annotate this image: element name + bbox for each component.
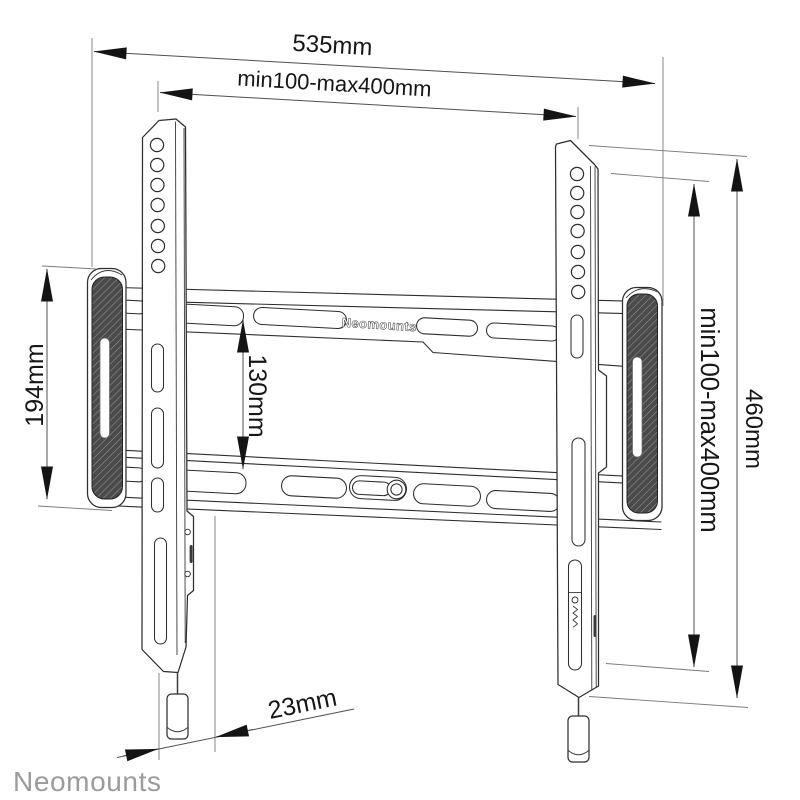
right-pull-cord — [567, 697, 590, 763]
dimension-rail-spacing-label: 130mm — [243, 354, 271, 437]
right-cap-slot — [632, 356, 643, 458]
dimension-vesa-height-label: min100-max400mm — [695, 307, 723, 532]
dimension-vesa-height: min100-max400mm — [605, 173, 723, 672]
mounting-slot — [177, 303, 245, 327]
vesa-hole — [570, 223, 585, 239]
flange-notch — [593, 615, 597, 637]
upper-wall-rail: Neomounts — [117, 286, 662, 370]
dimension-line — [159, 88, 577, 121]
vesa-hole — [150, 238, 166, 254]
vesa-hole — [569, 166, 585, 182]
right-bracket-latch — [569, 592, 597, 637]
vesa-hole — [570, 185, 585, 201]
dimension-bracket-height: 460mm — [588, 145, 767, 708]
latch-inner — [351, 480, 391, 497]
right-bracket-fold-line — [590, 165, 593, 690]
dimension-arrow-right — [215, 724, 254, 738]
left-bracket-fold-line — [175, 121, 178, 656]
left-bracket-holes — [149, 137, 166, 274]
vesa-hole — [149, 157, 165, 173]
vesa-hole — [150, 218, 165, 234]
flange-notch — [189, 545, 193, 563]
left-cap-top-surface — [90, 270, 123, 281]
lower-rail-slots — [118, 466, 560, 512]
left-tv-bracket — [141, 118, 195, 740]
mounting-slot — [486, 490, 560, 512]
mounting-slot — [416, 317, 478, 337]
dimension-wall-depth-label: 23mm — [266, 683, 340, 724]
vesa-hole — [570, 204, 585, 220]
mounting-slot — [253, 306, 347, 330]
dimension-total-width-label: 535mm — [292, 30, 373, 62]
vesa-hole — [150, 197, 165, 213]
right-end-cap — [621, 286, 663, 522]
left-bracket-flange-line — [183, 127, 186, 644]
screw — [184, 570, 191, 578]
vesa-hole — [150, 177, 165, 193]
screw — [184, 528, 191, 536]
vesa-hole — [570, 244, 586, 260]
cord-handle — [567, 715, 590, 763]
left-cap-slot — [99, 337, 110, 439]
brand-logo: Neomounts — [13, 766, 162, 797]
right-bracket-holes — [569, 166, 586, 300]
latch-knob-inner — [390, 483, 403, 496]
dimension-vesa-width: min100-max400mm — [157, 65, 579, 139]
right-tv-bracket — [554, 139, 608, 763]
mounting-slot — [281, 475, 347, 499]
cord-handle-bottom — [167, 727, 188, 733]
extension-line — [588, 145, 748, 157]
right-bracket-outline — [554, 139, 608, 699]
bracket-slot — [150, 407, 165, 469]
upper-rail-bottom-edge — [117, 328, 662, 370]
extension-line — [41, 265, 98, 270]
upper-rail-slots — [118, 299, 560, 342]
dimension-line — [93, 47, 656, 88]
vesa-hole — [149, 137, 165, 153]
vesa-hole — [570, 264, 586, 280]
latch-pin — [571, 596, 579, 604]
extension-line — [37, 505, 113, 511]
right-bracket-slots — [567, 314, 586, 671]
vesa-hole — [150, 258, 166, 274]
dimension-bracket-height-label: 460mm — [740, 389, 767, 469]
extension-line — [605, 663, 710, 672]
bracket-slot — [150, 343, 165, 393]
dimension-rail-spacing: 130mm — [237, 319, 271, 470]
mounting-slot — [177, 469, 247, 495]
bracket-slot — [150, 477, 165, 513]
extension-line — [610, 173, 710, 182]
cord-handle-bottom — [568, 750, 589, 756]
dimension-arrow-left — [122, 748, 159, 762]
left-end-cap — [86, 267, 127, 509]
vesa-hole — [571, 284, 586, 300]
right-cap-top-surface — [625, 288, 659, 299]
level-latch — [348, 475, 408, 501]
dimension-total-width: 535mm — [91, 30, 664, 306]
left-pull-cord — [166, 672, 189, 740]
cord-handle — [166, 693, 189, 740]
extension-line — [588, 696, 749, 708]
bracket-slot — [571, 437, 586, 547]
left-bracket-screws — [184, 528, 193, 578]
left-bracket-outline — [141, 118, 195, 674]
dimension-left-height: 194mm — [21, 265, 113, 511]
wall-plate: Neomounts — [117, 286, 662, 531]
bracket-slot — [153, 537, 168, 645]
left-bracket-slots — [150, 343, 168, 645]
right-bracket-flange-line — [594, 166, 597, 689]
lower-wall-rail — [117, 449, 662, 531]
mounting-slot — [486, 322, 560, 342]
product-emboss-text: Neomounts — [341, 315, 417, 335]
latch-spring — [572, 605, 579, 628]
dimension-vesa-width-label: min100-max400mm — [237, 65, 433, 101]
mounting-slot — [413, 483, 481, 507]
bracket-slot — [570, 314, 584, 359]
dimension-left-height-label: 194mm — [21, 343, 49, 426]
